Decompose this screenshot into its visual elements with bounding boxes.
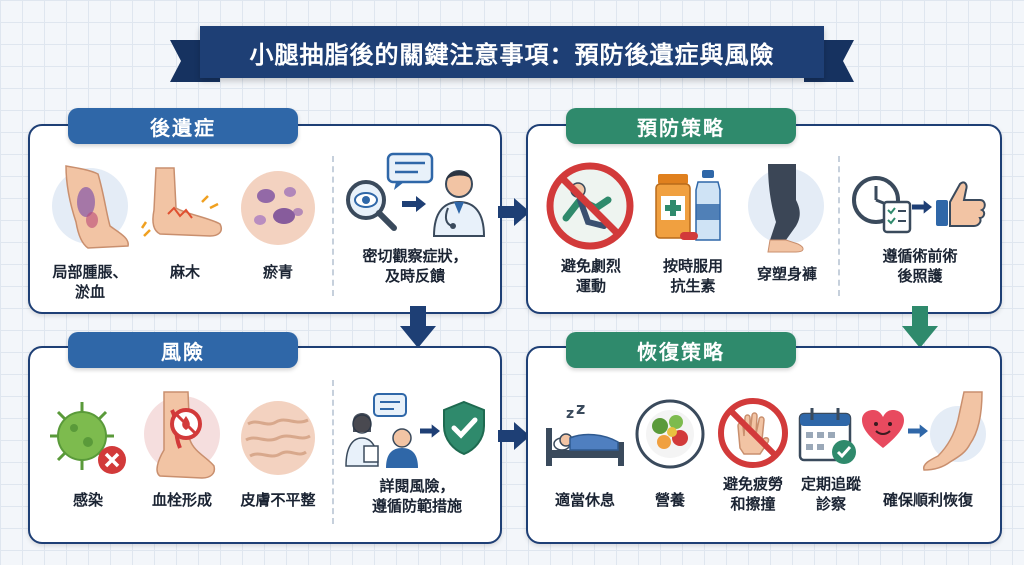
no-bump-hand-icon: [716, 396, 790, 474]
blood-clot-icon: [140, 390, 222, 486]
swollen-leg-icon: [48, 160, 132, 258]
small-arrow-icon: [402, 196, 426, 212]
small-arrow-icon: [420, 424, 440, 438]
recovery-item-5-label: 確保順利恢復: [882, 491, 973, 509]
flow-arrow-right-top: [498, 198, 530, 226]
flow-arrow-down-left: [400, 306, 436, 348]
risks-divider: [332, 380, 334, 524]
risks-action-label: 詳閱風險， 遵循防範措施: [371, 477, 462, 515]
magnifier-eye-icon: [342, 176, 400, 238]
food-plate-icon: [634, 398, 706, 474]
prevention-item-1-label: 避免劇烈 運動: [560, 257, 621, 295]
sequelae-item-3-label: 瘀青: [262, 263, 293, 281]
prevention-heading: 預防策略: [566, 108, 796, 144]
recovery-item-3-label: 避免疲勞 和擦撞: [722, 475, 783, 513]
doctor-consult-icon: [344, 392, 422, 472]
heart-icon: [860, 408, 906, 454]
sequelae-item-1-label: 局部腫脹、 淤血: [52, 263, 128, 301]
chat-bubble-icon: [386, 152, 434, 196]
prevention-item-2-label: 按時服用 抗生素: [662, 257, 723, 295]
numb-foot-icon: [140, 164, 230, 248]
sequelae-divider: [332, 156, 334, 296]
prevention-action-label: 遵循術前術 後照護: [882, 247, 958, 285]
uneven-skin-icon: [238, 398, 318, 482]
recovery-heading: 恢復策略: [566, 332, 796, 368]
svg-text:z: z: [576, 402, 585, 418]
sequelae-item-2-label: 麻木: [169, 263, 200, 281]
prevention-divider: [838, 156, 840, 296]
risks-item-2-label: 血栓形成: [151, 491, 212, 509]
risks-item-3-label: 皮膚不平整: [240, 491, 316, 509]
medicine-bottle-icon: [652, 170, 730, 248]
bruise-skin-icon: [238, 168, 318, 252]
prevention-item-3-label: 穿塑身褲: [756, 265, 817, 283]
thumbs-up-icon: [934, 178, 988, 234]
svg-text:z: z: [566, 406, 574, 422]
sleeping-bed-icon: z z: [544, 399, 626, 472]
risks-heading: 風險: [68, 332, 298, 368]
calendar-check-icon: [798, 406, 860, 470]
flow-arrow-right-bottom: [498, 422, 530, 450]
no-exercise-icon: [544, 160, 636, 256]
recovery-item-4-label: 定期追蹤 診察: [800, 475, 861, 513]
compression-garment-icon: [746, 160, 826, 258]
small-arrow-icon: [908, 424, 928, 438]
sequelae-action-label: 密切觀察症狀， 及時反饋: [362, 247, 468, 285]
recovered-leg-icon: [920, 390, 986, 478]
virus-icon: [46, 398, 132, 482]
recovery-item-1-label: 適當休息: [554, 491, 615, 509]
small-arrow-icon: [912, 200, 932, 214]
recovery-item-2-label: 營養: [654, 491, 685, 509]
page-title: 小腿抽脂後的關鍵注意事項：預防後遺症與風險: [200, 26, 824, 78]
clock-checklist-icon: [850, 174, 912, 238]
flow-arrow-down-right: [902, 306, 938, 348]
sequelae-heading: 後遺症: [68, 108, 298, 144]
doctor-icon: [428, 164, 490, 242]
risks-item-1-label: 感染: [72, 491, 103, 509]
shield-check-icon: [440, 400, 488, 460]
